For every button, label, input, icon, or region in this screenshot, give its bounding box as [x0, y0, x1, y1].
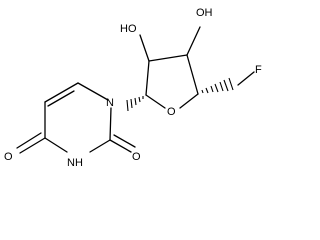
atom-label-ring-o: O [167, 106, 176, 118]
bond-c4-o [179, 93, 199, 109]
bond-c2-o2-a [109, 139, 132, 153]
bond-c6-c5 [44, 82, 79, 103]
bond-n3-c2 [89, 139, 111, 153]
atom-label-nh: NH [67, 157, 83, 169]
bond-c3-oh [186, 26, 201, 56]
bond-ch2-f [237, 71, 255, 86]
bond-c1-c2 [145, 60, 150, 96]
bond-c4-n3 [44, 137, 68, 153]
atom-label-o4: O [4, 151, 13, 163]
atom-label-o2: O [132, 151, 141, 163]
bond-c2-c3 [148, 54, 188, 62]
atom-label-n1: N [106, 97, 114, 109]
molecule-structure: HO OH F N O NH O O [4, 7, 262, 169]
bond-c4-o4-b [16, 132, 42, 149]
hashed-wedge-c4-ch2 [201, 77, 234, 94]
hashed-wedge-c1-n1 [126, 96, 144, 112]
bond-c2-o2-b [113, 134, 136, 148]
bond-c4-o4-a [19, 137, 46, 154]
bond-c6-c5-double [47, 90, 75, 107]
bond-c3-c4 [186, 54, 199, 95]
bond-c2-n1 [109, 107, 112, 141]
sugar-ring-bonds [139, 26, 255, 109]
bond-o-c1 [145, 94, 166, 109]
atom-label-oh: OH [196, 7, 213, 19]
atom-labels: HO OH F N O NH O O [4, 7, 262, 169]
atom-label-f: F [255, 64, 262, 76]
atom-label-ho: HO [120, 23, 137, 35]
bond-c2-oh [139, 34, 150, 62]
bond-n1-c6 [77, 82, 109, 101]
uracil-ring-bonds [16, 82, 136, 154]
